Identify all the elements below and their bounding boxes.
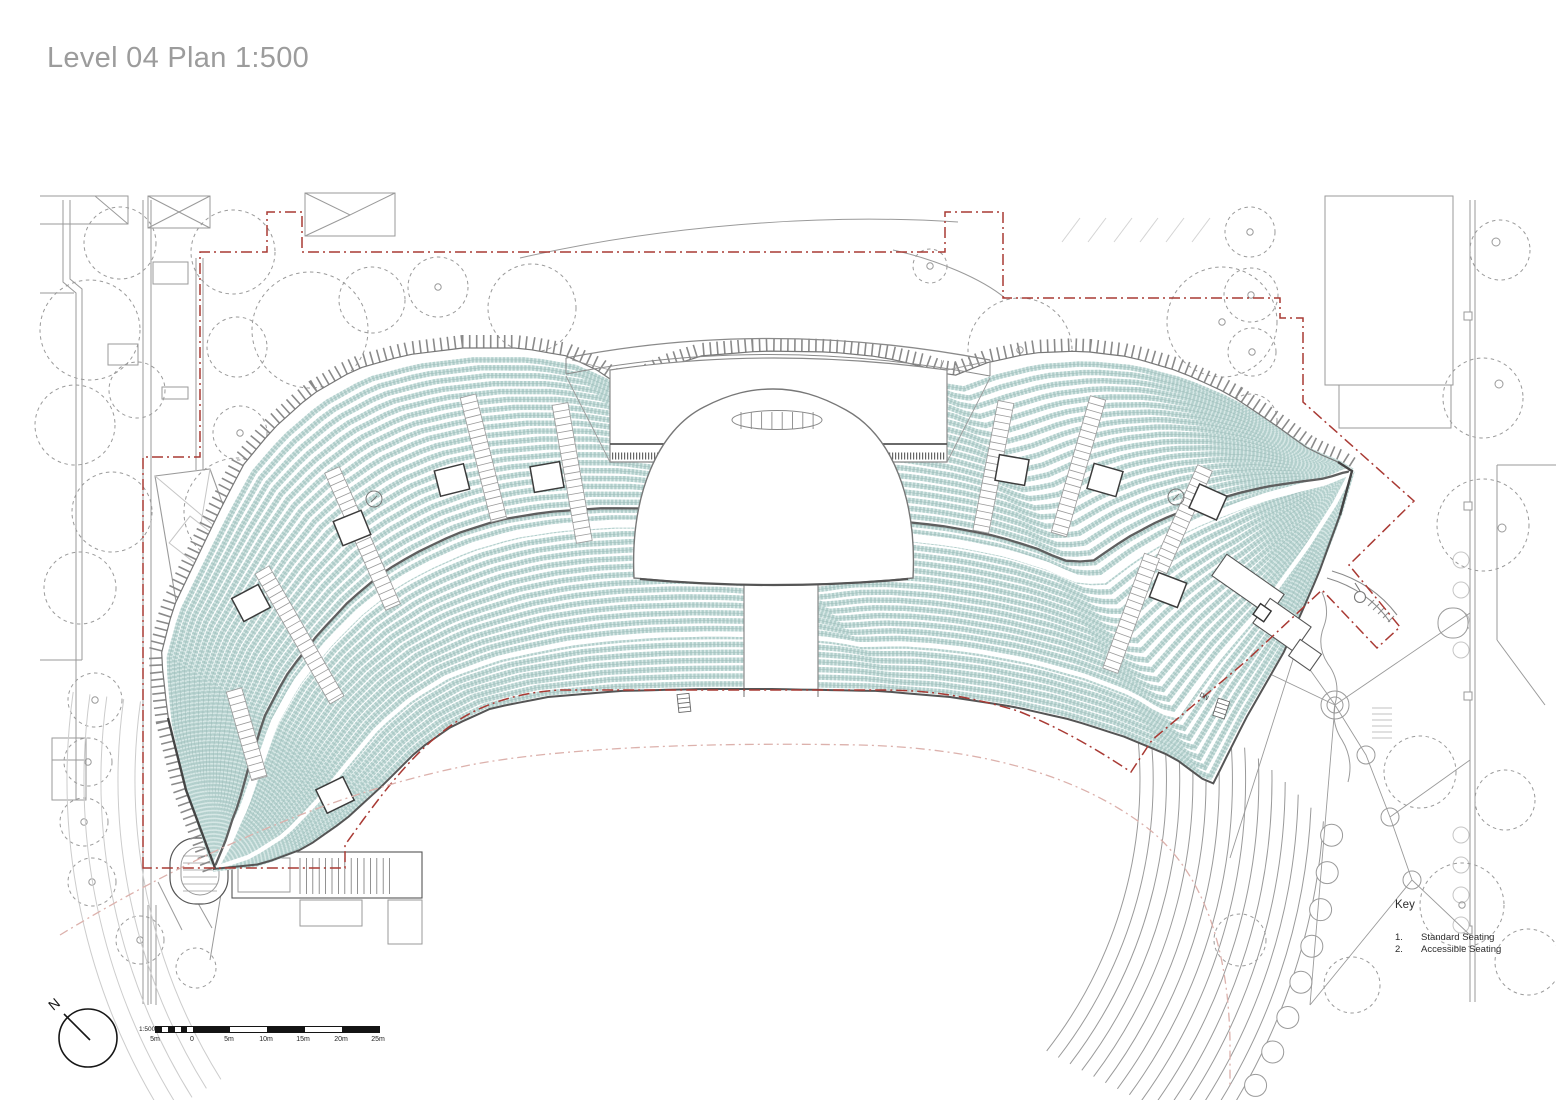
key-heading: Key (1395, 899, 1415, 911)
key-item-label: Accessible Seating (1421, 944, 1502, 955)
key-item-label: Standard Seating (1421, 932, 1495, 943)
key-legend: Key 1. Standard Seating 2. Accessible Se… (1395, 899, 1555, 956)
scale-tick: 0 (190, 1036, 194, 1043)
scale-tick: 20m (334, 1036, 348, 1043)
scale-segment (168, 1027, 175, 1032)
scale-segment (341, 1027, 379, 1032)
scale-segment (304, 1027, 342, 1032)
scale-tick: 15m (296, 1036, 310, 1043)
scale-segment (193, 1027, 231, 1032)
page-title: Level 04 Plan 1:500 (47, 42, 310, 74)
scale-tick: 5m (224, 1036, 234, 1043)
scale-segment (267, 1027, 305, 1032)
scale-segment (230, 1027, 268, 1032)
site-boundary (59, 211, 1416, 1088)
scale-segment (174, 1027, 181, 1032)
key-item: 2. Accessible Seating (1395, 944, 1555, 956)
scale-segment (186, 1027, 194, 1032)
scale-segment (162, 1027, 169, 1032)
stage-canopy-dome (632, 388, 915, 587)
key-item-number: 2. (1395, 944, 1403, 955)
key-item: 1. Standard Seating (1395, 932, 1555, 944)
scale-tick: 10m (259, 1036, 273, 1043)
scale-bar (155, 1026, 380, 1033)
trees (34, 206, 1556, 1014)
scale-segment (180, 1027, 187, 1032)
key-item-number: 1. (1395, 932, 1403, 943)
scale-ratio-label: 1:500 (139, 1026, 156, 1033)
north-arrow (58, 1008, 118, 1068)
scale-tick: 25m (371, 1036, 385, 1043)
scale-segment (156, 1027, 163, 1032)
survey-markers (1229, 570, 1471, 1006)
stair-direction-label: DN (1198, 692, 1210, 703)
scale-tick: 5m (150, 1036, 160, 1043)
